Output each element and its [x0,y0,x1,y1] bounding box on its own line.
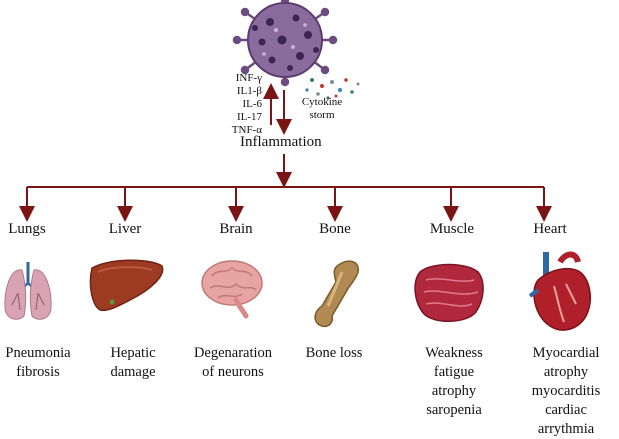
bone-icon [314,260,359,328]
inflammation-diagram: INF-γ IL1-β IL-6 IL-17 TNF-α Cytokine st… [4,0,600,437]
effects-lungs: Pneumonia fibrosis [5,344,70,382]
effect-line: Pneumonia [5,345,71,361]
effect-line: of neurons [202,364,264,380]
cytokine-label: INF-γ [235,72,262,84]
diagram-canvas [4,0,592,331]
cytokine-particles-icon [305,78,360,100]
organ-label-heart: Heart [533,221,567,237]
effects-muscle: Weakness fatigue atrophy saropenia [425,344,483,420]
effects-heart: Myocardial atrophy myocarditis cardiac a… [532,344,600,439]
brain-icon [201,260,263,319]
virus-icon [232,0,338,87]
inflammation-label: Inflammation [240,134,322,150]
effect-line: Weakness [425,345,483,361]
effect-line: myocarditis [531,383,601,399]
effect-line: Bone loss [305,345,363,361]
effects-bone: Bone loss [306,344,363,363]
organ-label-liver: Liver [108,221,142,237]
organ-label-muscle: Muscle [429,221,475,237]
cytokine-label: IL-6 [242,98,262,110]
cytokine-storm-line: storm [309,109,335,121]
organ-label-lungs: Lungs [8,221,46,237]
effect-line: fibrosis [16,364,60,380]
effect-line: fatigue [433,364,475,380]
effect-line: cardiac arrythmia [537,402,595,437]
effect-line: atrophy [431,383,477,399]
cytokine-storm-line: Cytokine [301,96,343,108]
cytokine-label: IL1-β [236,85,262,97]
liver-icon [89,259,164,312]
effect-line: Myocardial [532,345,600,361]
muscle-icon [414,263,484,322]
effects-liver: Hepatic damage [110,344,155,382]
cytokine-label: TNF-α [231,124,262,136]
effect-line: saropenia [426,402,482,418]
cytokine-storm-label: Cytokine storm [292,96,352,122]
effects-brain: Degenaration of neurons [194,344,272,382]
effect-line: Hepatic [110,345,156,361]
organ-label-bone: Bone [319,221,351,237]
effect-line: damage [110,364,156,380]
cytokine-label: IL-17 [236,111,262,123]
effect-line: atrophy [543,364,589,380]
lungs-icon [4,262,52,320]
effect-line: Degenaration [193,345,273,361]
branch-connectors [19,154,552,222]
heart-icon [528,251,592,331]
organ-label-brain: Brain [219,221,253,237]
